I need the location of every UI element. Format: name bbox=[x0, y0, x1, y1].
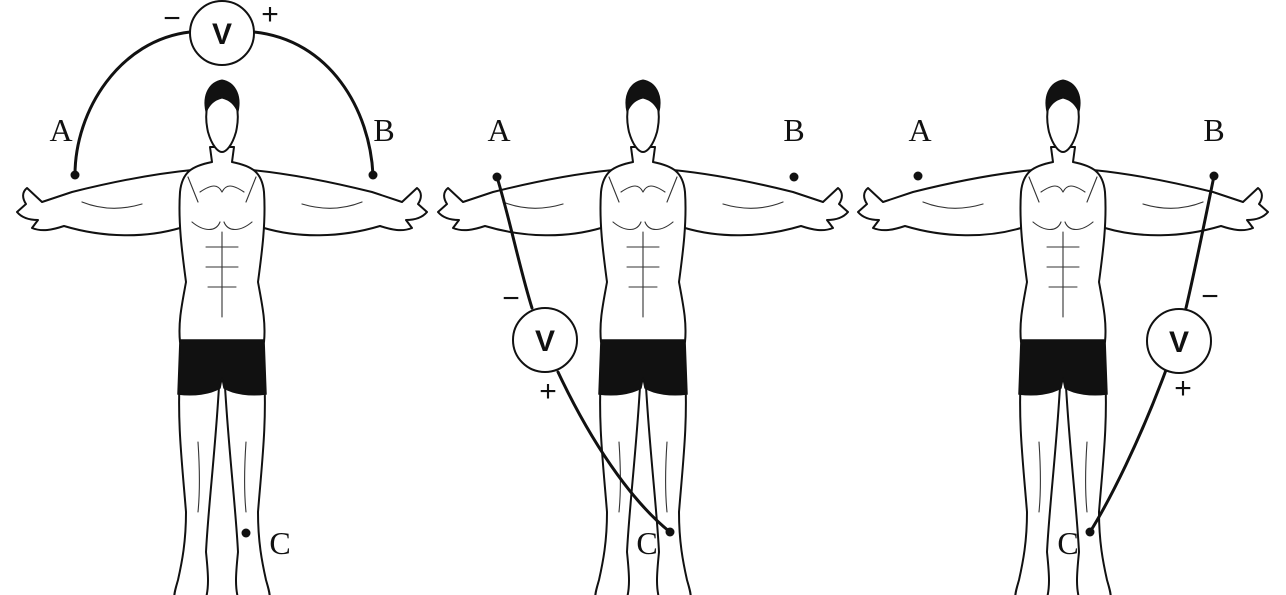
label-c-1: C bbox=[269, 525, 290, 561]
voltmeter-2-negative: − bbox=[502, 282, 520, 315]
electrode-c-1 bbox=[241, 528, 251, 538]
human-figure-1 bbox=[16, 79, 428, 595]
electrode-a-3 bbox=[913, 171, 923, 181]
voltmeter-2 bbox=[512, 307, 578, 373]
voltmeter-1-negative: − bbox=[163, 2, 181, 35]
label-a-1: A bbox=[49, 112, 72, 148]
label-b-3: B bbox=[1203, 112, 1224, 148]
lead-3-wire bbox=[1088, 174, 1216, 534]
voltmeter-2-positive: + bbox=[539, 375, 557, 408]
label-c-2: C bbox=[636, 525, 657, 561]
label-a-3: A bbox=[908, 112, 931, 148]
voltmeter-1-label: V bbox=[212, 18, 232, 51]
electrode-b-3 bbox=[1209, 171, 1219, 181]
voltmeter-3-negative: − bbox=[1201, 280, 1219, 313]
voltmeter-3 bbox=[1146, 308, 1212, 374]
electrode-b-2 bbox=[789, 172, 799, 182]
voltmeter-2-label: V bbox=[535, 325, 555, 358]
lead-2-wire bbox=[495, 175, 672, 534]
label-b-1: B bbox=[373, 112, 394, 148]
electrode-a-2 bbox=[492, 172, 502, 182]
voltmeter-3-positive: + bbox=[1174, 372, 1192, 405]
label-a-2: A bbox=[487, 112, 510, 148]
label-b-2: B bbox=[783, 112, 804, 148]
voltmeter-3-label: V bbox=[1169, 326, 1189, 359]
electrode-c-2 bbox=[665, 527, 675, 537]
electrode-c-3 bbox=[1085, 527, 1095, 537]
voltmeter-1 bbox=[189, 0, 255, 66]
label-c-3: C bbox=[1057, 525, 1078, 561]
electrode-b-1 bbox=[368, 170, 378, 180]
lead-1-wire bbox=[73, 30, 375, 177]
human-figure-2 bbox=[437, 79, 849, 595]
voltmeter-1-positive: + bbox=[261, 0, 279, 31]
electrode-a-1 bbox=[70, 170, 80, 180]
